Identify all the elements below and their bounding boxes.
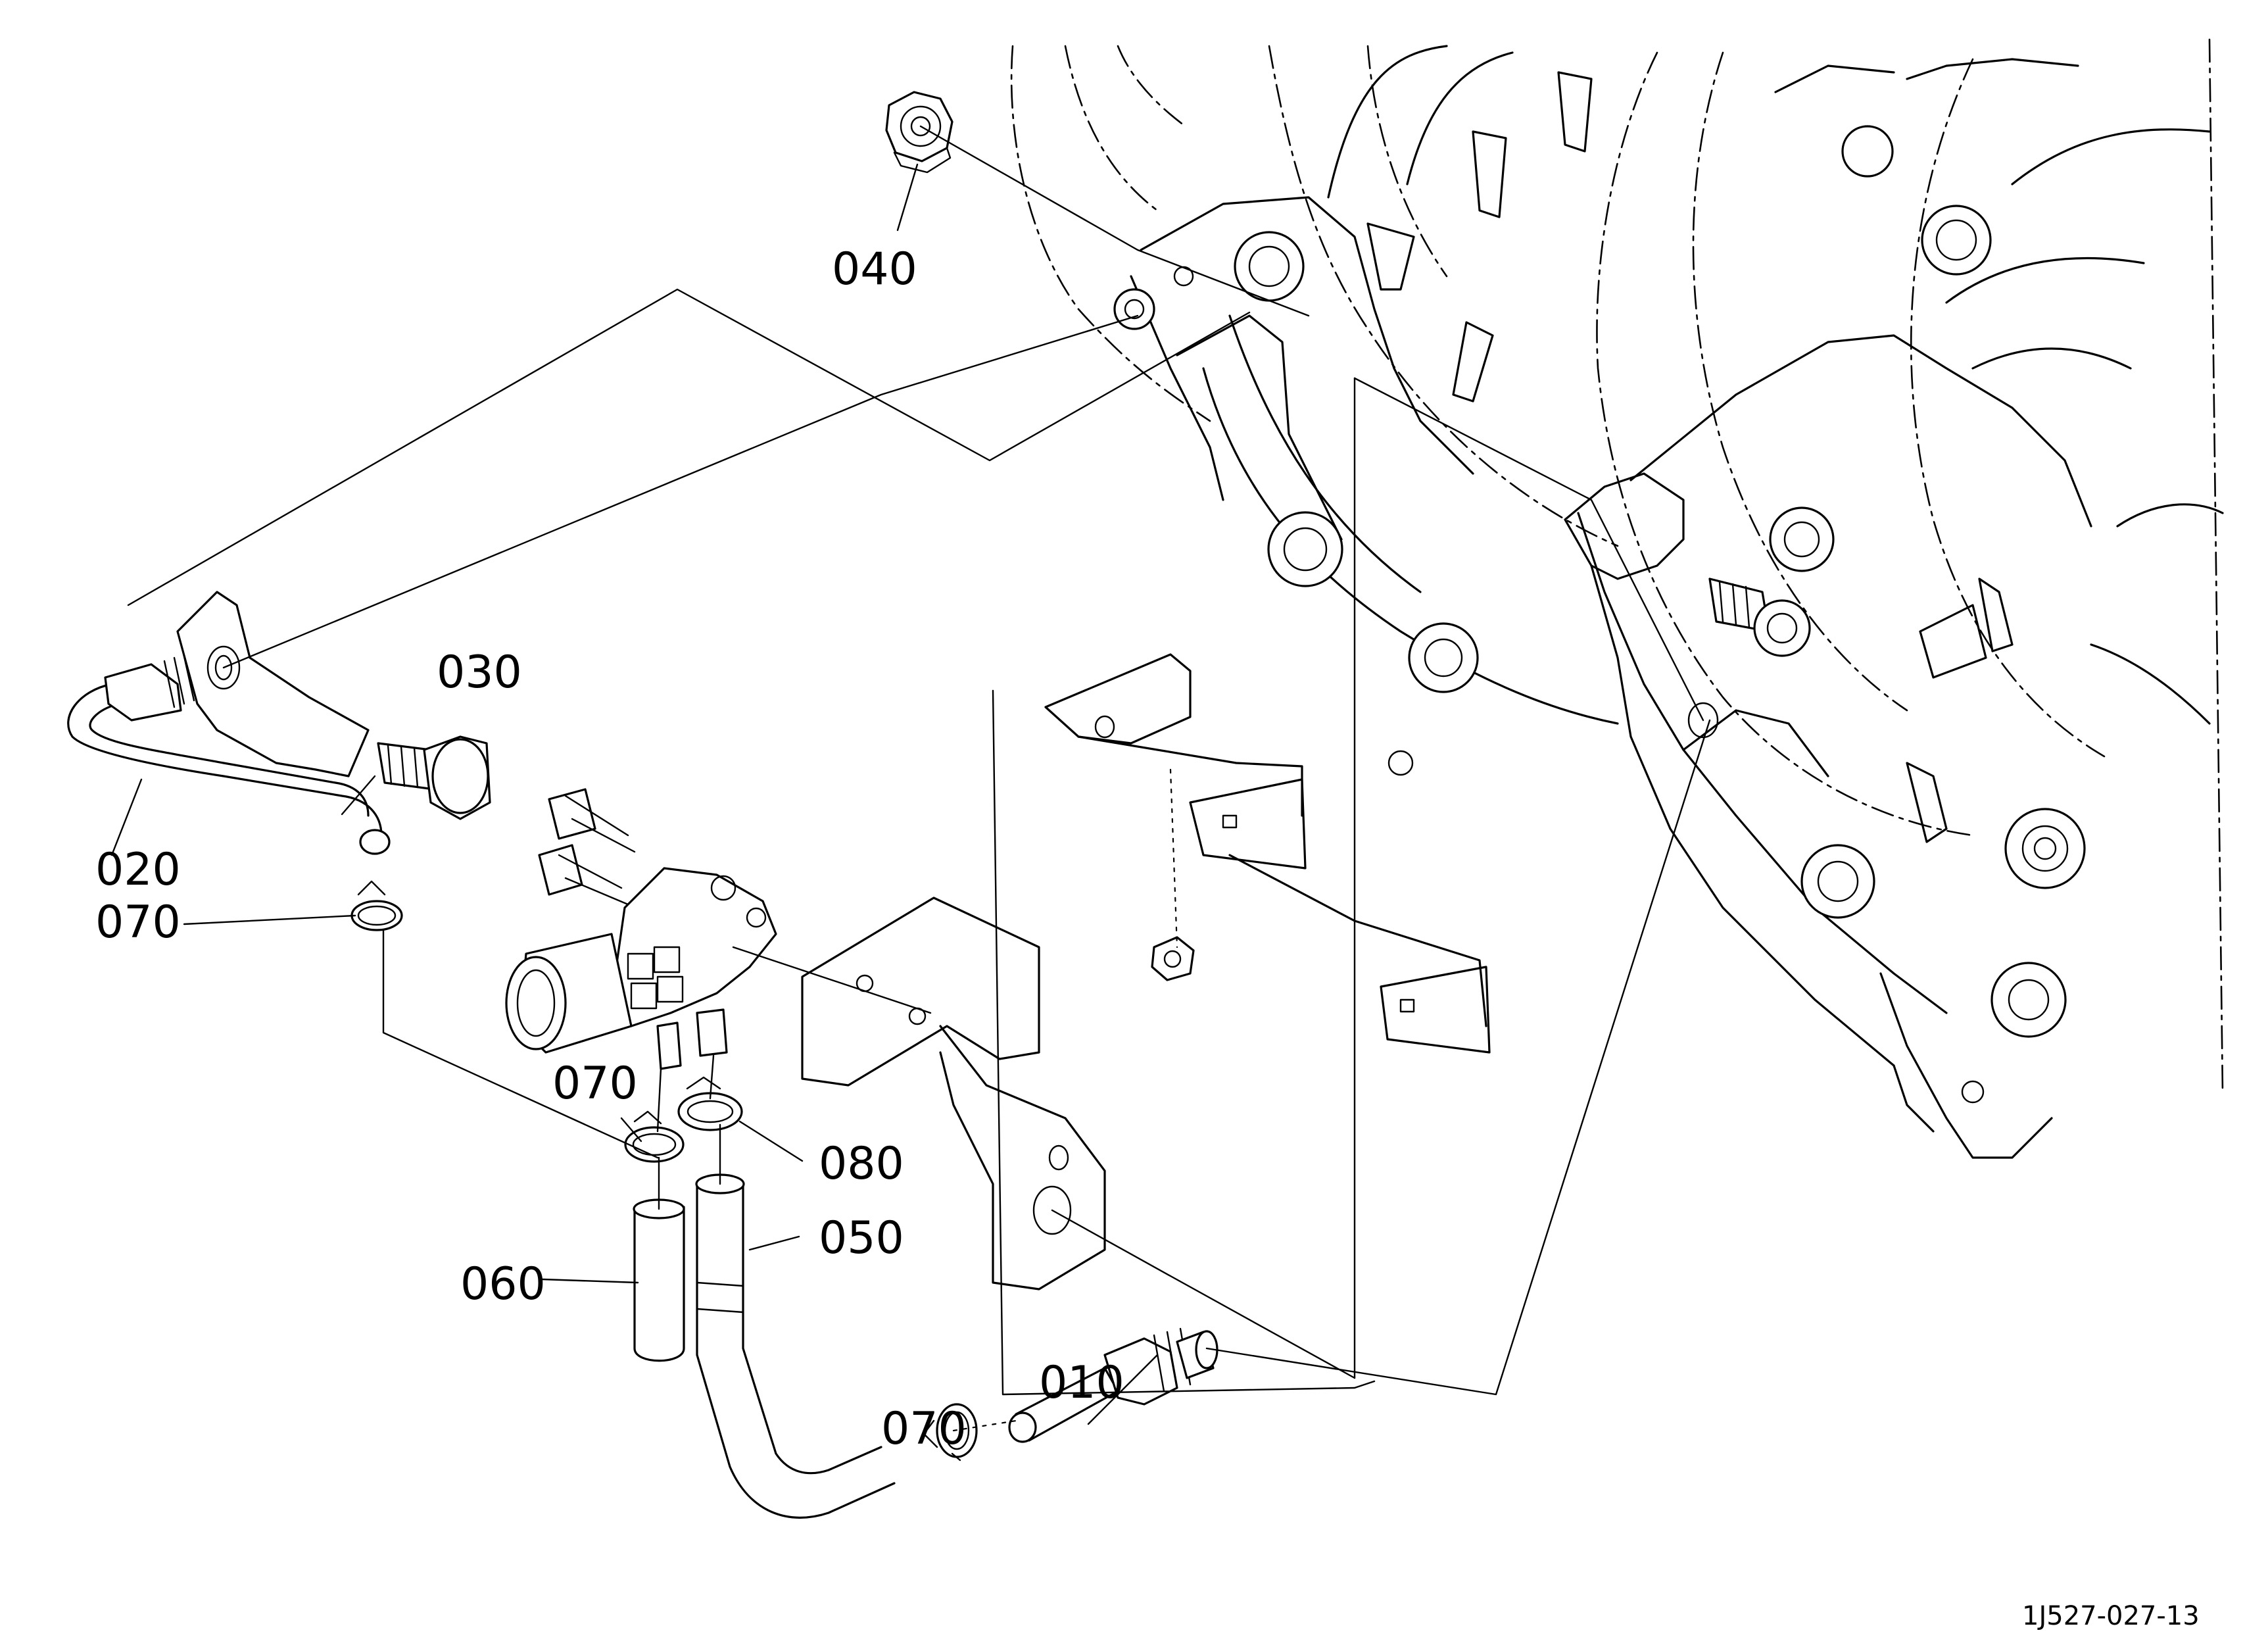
harness-bracket	[1044, 653, 1491, 1054]
bracket-bolt	[1708, 578, 1811, 657]
callout-040: 040	[832, 243, 917, 295]
part-010-fitting	[1008, 1327, 1218, 1443]
engine-housing	[1010, 38, 2224, 1159]
part-020-pipe-bracket	[67, 591, 391, 855]
leader-lines	[110, 163, 1159, 1462]
pressure-sensor	[505, 788, 777, 1070]
part-080-clamp	[677, 1076, 743, 1131]
callout-060: 060	[460, 1258, 546, 1310]
callout-labels: 040 030 020 070 070 080 050 060 010 070 …	[95, 243, 2200, 1631]
callout-030: 030	[437, 647, 522, 699]
part-070-clamp-middle	[624, 1110, 685, 1163]
callout-080: 080	[819, 1138, 904, 1190]
drawing-number: 1J527-027-13	[2022, 1601, 2200, 1631]
callout-070-bottom: 070	[881, 1403, 967, 1455]
callout-010: 010	[1039, 1357, 1124, 1409]
callout-070-middle: 070	[552, 1058, 638, 1110]
part-030-bolt	[377, 735, 491, 820]
part-070-clamp-left	[350, 880, 403, 931]
part-060-cap-hose	[633, 1198, 685, 1362]
callout-020: 020	[95, 844, 181, 896]
assembly-lines	[127, 125, 1711, 1432]
housing-bolt-heads	[1113, 125, 2086, 1104]
part-050-hose	[695, 1173, 896, 1519]
callout-070-left: 070	[95, 897, 181, 948]
part-040-nut	[885, 91, 953, 174]
callout-050: 050	[819, 1212, 904, 1264]
